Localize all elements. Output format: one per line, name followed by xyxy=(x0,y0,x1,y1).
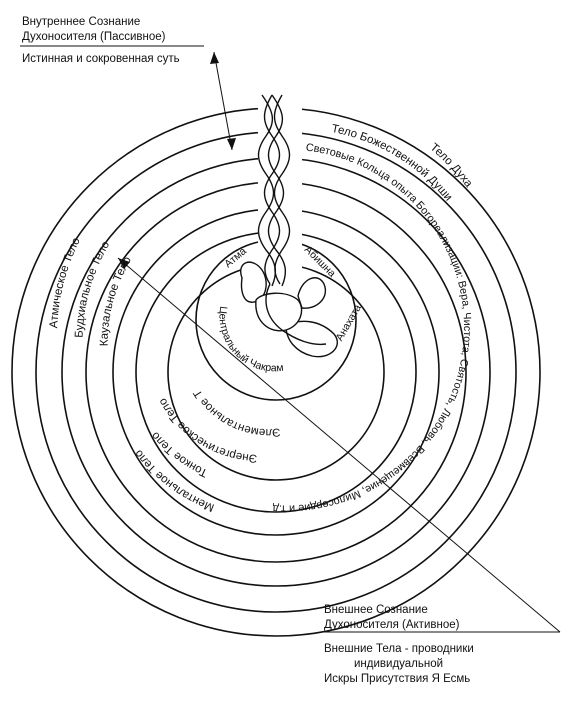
anahata-petal xyxy=(285,320,339,358)
helix-gap xyxy=(258,100,302,270)
label-anahata: Анахата xyxy=(334,302,364,343)
inner-title-line2: Духоносителя (Пассивное) xyxy=(22,31,166,43)
inner-consciousness-block: Внутреннее Сознание Духоносителя (Пассив… xyxy=(20,16,204,65)
abishna-petal xyxy=(297,277,327,309)
inner-arrow-line xyxy=(213,51,233,151)
label-elemental: Элементальное Тело xyxy=(0,0,281,438)
inner-title-line1: Внутреннее Сознание xyxy=(22,16,140,28)
double-helix xyxy=(257,94,291,287)
outer-desc-line3: Искры Присутствия Я Есмь xyxy=(324,673,470,685)
arrows xyxy=(117,51,561,633)
outer-arrow-line xyxy=(117,257,561,633)
inner-arrow-head-top xyxy=(210,52,219,64)
outer-desc-line2: индивидуальной xyxy=(354,658,443,670)
outer-title-line1: Внешнее Сознание xyxy=(324,604,428,616)
label-abishna: Абишна xyxy=(302,244,338,280)
atma-petal xyxy=(240,261,267,303)
inner-arrow-head-bottom xyxy=(227,138,236,150)
outer-title-line2: Духоносителя (Активное) xyxy=(324,619,460,631)
chakra-lotus xyxy=(240,261,339,358)
inner-subtitle: Истинная и сокровенная суть xyxy=(22,53,180,65)
outer-desc-line1: Внешние Тела - проводники xyxy=(324,643,474,655)
outer-arrow-head xyxy=(118,258,130,269)
central-bulb xyxy=(255,292,303,332)
outer-consciousness-block: Внешнее Сознание Духоносителя (Активное)… xyxy=(324,604,474,685)
